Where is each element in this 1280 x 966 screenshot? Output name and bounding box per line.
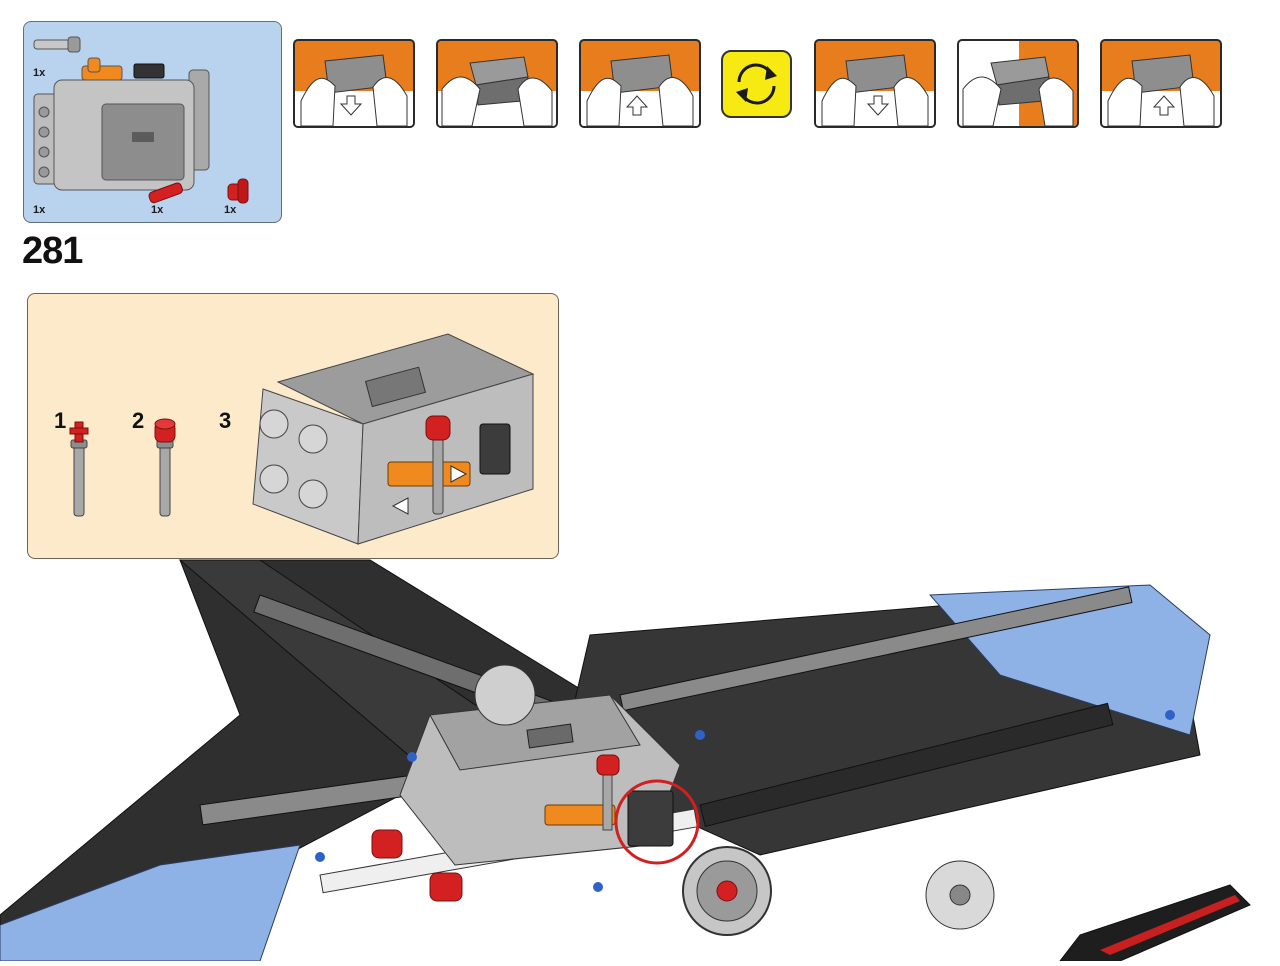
sub-step-label: 3 [219, 408, 232, 433]
step-number: 281 [22, 230, 83, 272]
battery-frame-press-up [579, 39, 701, 128]
rotate-button[interactable] [721, 50, 792, 118]
sub-step-label: 2 [132, 408, 145, 433]
red-bush-part [227, 178, 249, 204]
rotate-arrows-icon [736, 63, 777, 105]
truck-chassis [0, 559, 1251, 962]
sub-assembly-callout: 1 2 3 [27, 293, 559, 559]
pin-with-axle [69, 421, 89, 517]
battery-box-part [33, 57, 210, 191]
sub-assembly-illustration [69, 333, 535, 545]
part-qty: 1x [33, 204, 46, 216]
highlight-circle [614, 779, 700, 865]
battery-frame-press-down-2 [814, 39, 936, 128]
battery-frame-press-up-2 [1100, 39, 1222, 128]
part-qty: 1x [224, 204, 237, 216]
battery-frame-press-down [293, 39, 415, 128]
red-pin-part [148, 182, 183, 204]
part-qty: 1x [33, 67, 46, 79]
parts-illustration [33, 36, 249, 204]
part-qty: 1x [151, 204, 164, 216]
axle-pin-part [33, 36, 81, 53]
battery-frame-open-lid-2 [957, 39, 1079, 128]
model-illustration [0, 555, 1280, 962]
sub-step-label: 1 [54, 408, 67, 433]
parts-list-callout: 1x 1x 1x 1x [23, 21, 282, 223]
pin-with-bush [154, 418, 176, 517]
battery-box-assembly [252, 333, 535, 545]
battery-frame-open-lid [436, 39, 558, 128]
